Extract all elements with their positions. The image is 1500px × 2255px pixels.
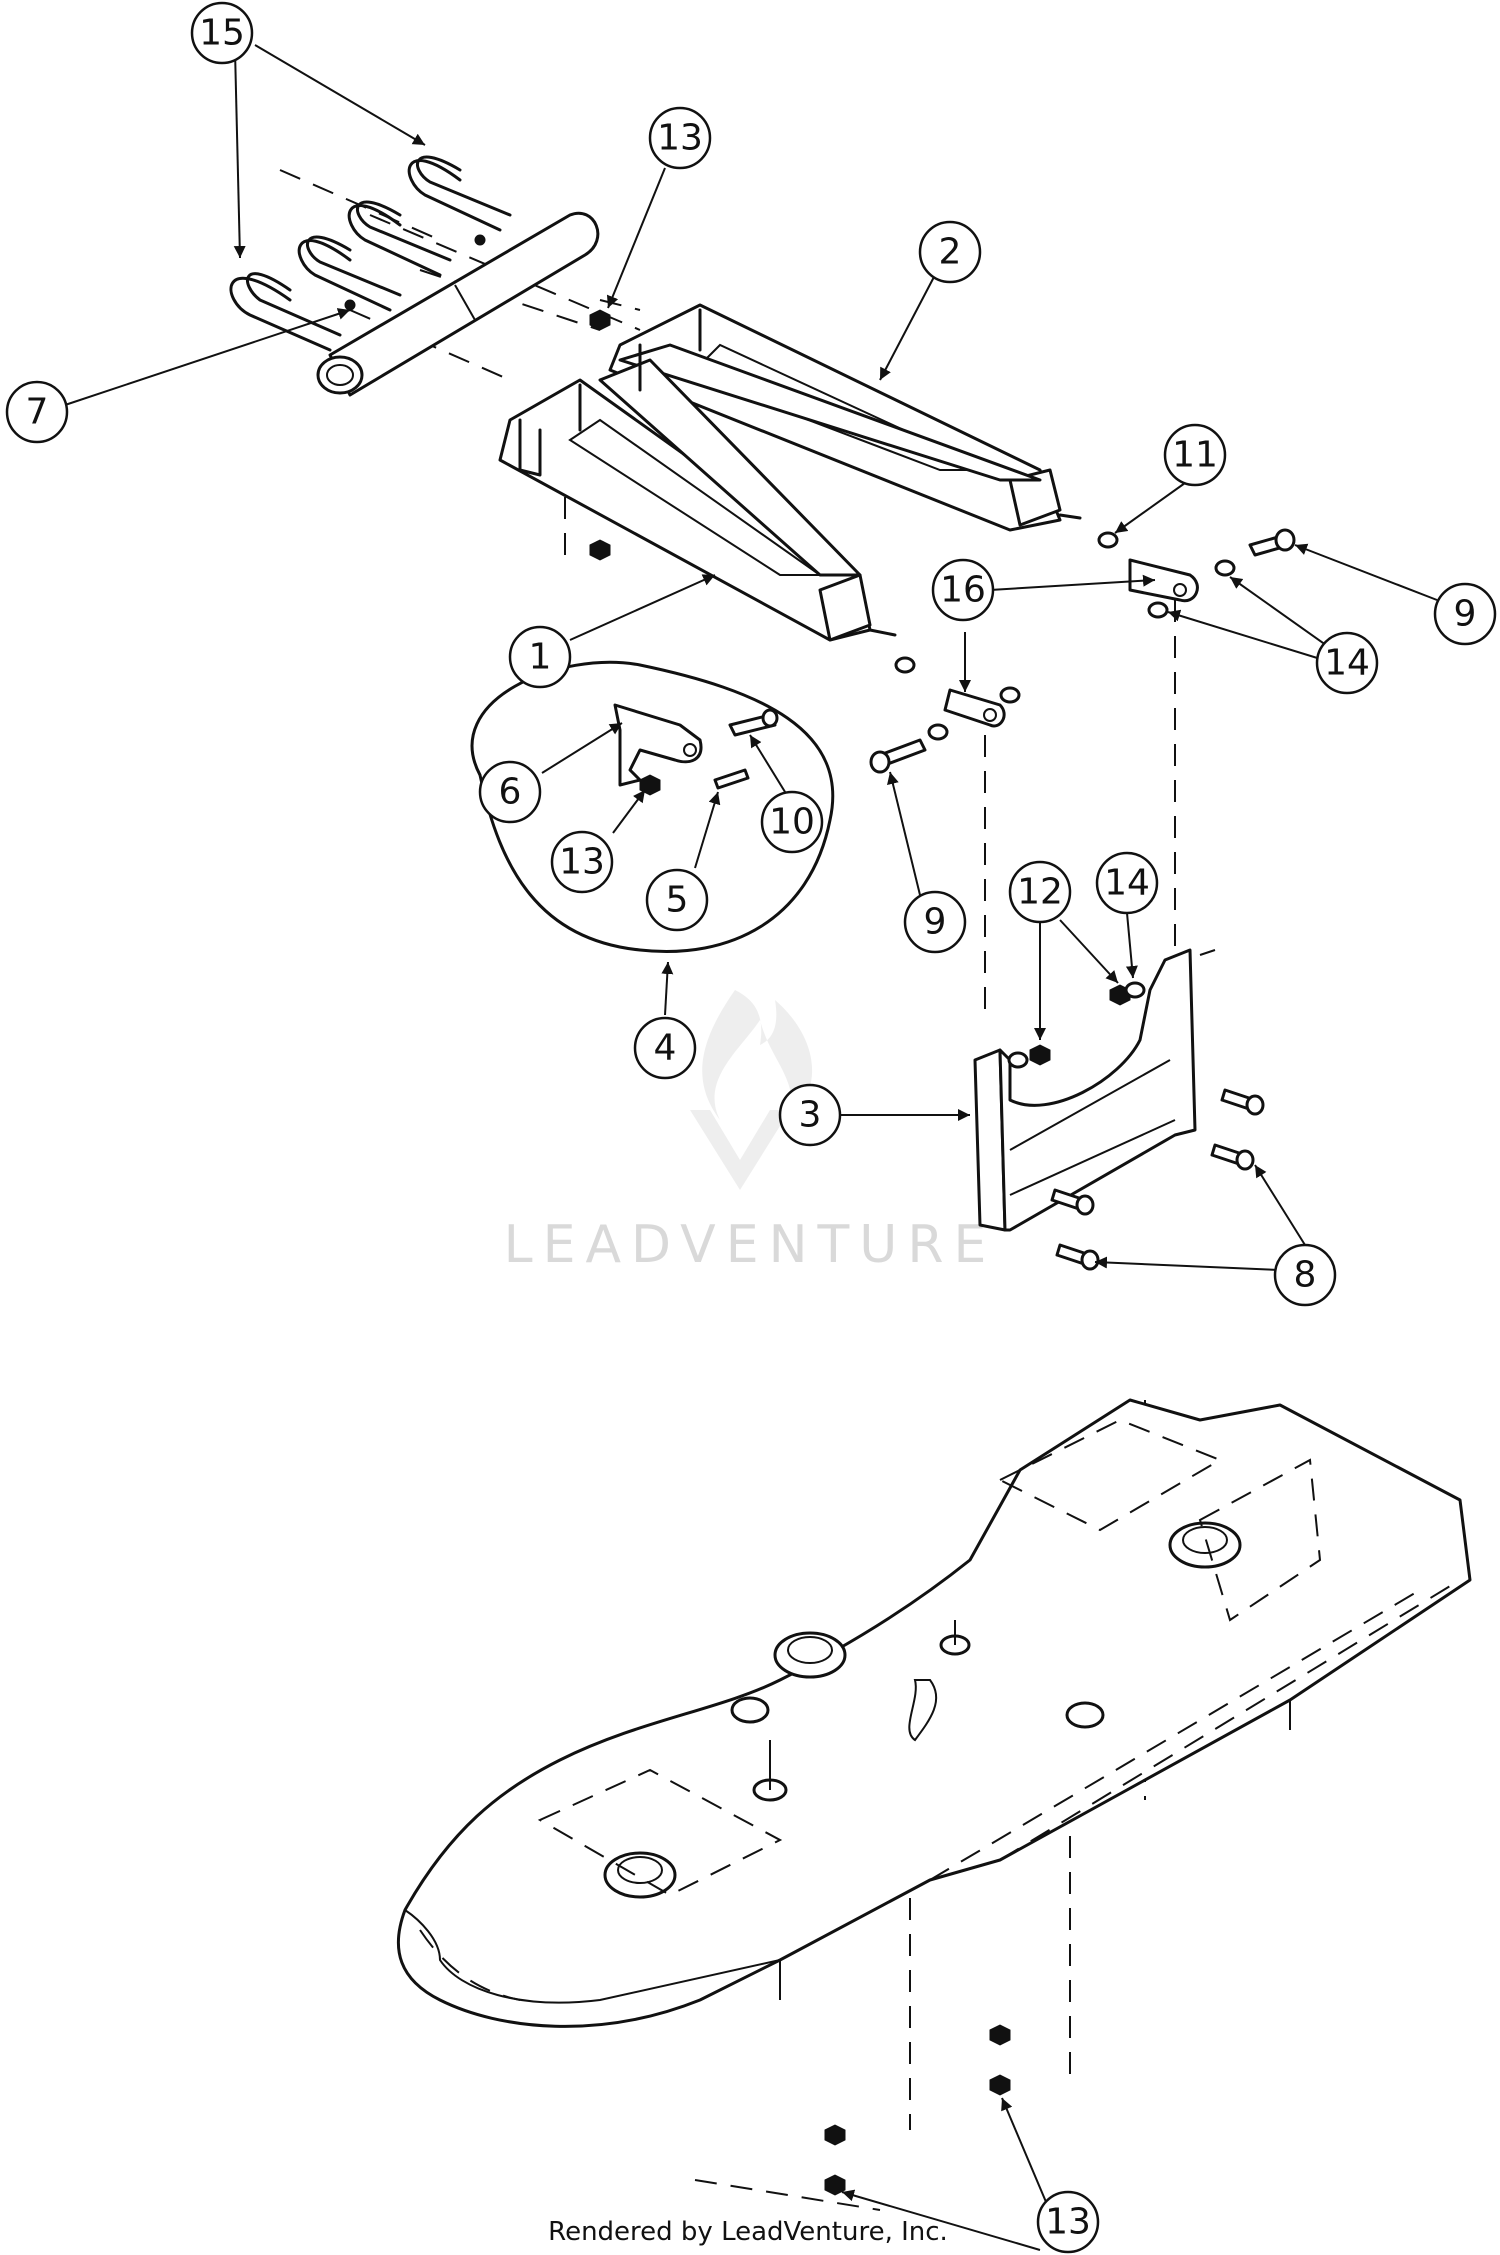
callout-13-top[interactable]: 13 — [648, 106, 712, 170]
svg-text:13: 13 — [1045, 2202, 1091, 2243]
svg-text:11: 11 — [1172, 435, 1218, 476]
callout-2[interactable]: 2 — [918, 220, 982, 284]
svg-text:13: 13 — [559, 842, 605, 883]
callout-3[interactable]: 3 — [778, 1083, 842, 1147]
callout-13-bottom[interactable]: 13 — [1036, 2190, 1100, 2254]
svg-text:4: 4 — [654, 1028, 677, 1069]
svg-text:9: 9 — [1454, 594, 1477, 635]
svg-text:8: 8 — [1294, 1255, 1317, 1296]
callout-10[interactable]: 10 — [760, 790, 824, 854]
hardware — [589, 309, 1296, 774]
callout-15[interactable]: 15 — [190, 1, 254, 65]
u-bolts — [229, 155, 512, 352]
svg-text:2: 2 — [939, 232, 962, 273]
watermark: LEADVENTURE — [504, 990, 997, 1275]
svg-text:13: 13 — [657, 118, 703, 159]
callout-16-right[interactable]: 16 — [931, 558, 995, 622]
callout-9-right[interactable]: 9 — [1433, 582, 1497, 646]
callout-1[interactable]: 1 — [508, 625, 572, 689]
callouts: 15 13 2 7 11 9 16 14 1 6 10 13 5 9 14 12… — [5, 1, 1497, 2254]
callout-4[interactable]: 4 — [633, 1016, 697, 1080]
svg-text:7: 7 — [26, 392, 49, 433]
deck-nuts — [824, 2024, 1011, 2196]
callout-6[interactable]: 6 — [478, 760, 542, 824]
watermark-logo-icon — [690, 990, 813, 1190]
lift-arm-right — [608, 303, 1082, 532]
svg-text:10: 10 — [769, 802, 815, 843]
callout-13-detail[interactable]: 13 — [550, 830, 614, 894]
svg-text:9: 9 — [924, 902, 947, 943]
svg-text:14: 14 — [1104, 863, 1150, 904]
callout-14-bracket[interactable]: 14 — [1095, 851, 1159, 915]
callout-8[interactable]: 8 — [1273, 1243, 1337, 1307]
svg-text:3: 3 — [799, 1095, 822, 1136]
svg-text:6: 6 — [499, 772, 522, 813]
spindle-covers — [603, 1521, 1242, 1899]
pivot-tube — [316, 211, 600, 397]
lift-arm-left — [498, 358, 897, 642]
svg-text:12: 12 — [1017, 872, 1063, 913]
footer-credit: Rendered by LeadVenture, Inc. — [548, 2217, 948, 2247]
deck-bracket — [973, 948, 1265, 1271]
svg-text:1: 1 — [529, 637, 552, 678]
svg-text:14: 14 — [1324, 643, 1370, 684]
mower-deck — [396, 1398, 1472, 2028]
svg-text:15: 15 — [199, 13, 245, 54]
callout-9-left[interactable]: 9 — [903, 890, 967, 954]
callout-12[interactable]: 12 — [1008, 860, 1072, 924]
svg-text:16: 16 — [940, 570, 986, 611]
leader-lines — [64, 44, 1438, 2251]
callout-5[interactable]: 5 — [645, 868, 709, 932]
callout-7[interactable]: 7 — [5, 380, 69, 444]
callout-11[interactable]: 11 — [1163, 423, 1227, 487]
callout-14-right[interactable]: 14 — [1315, 631, 1379, 695]
watermark-text: LEADVENTURE — [504, 1215, 997, 1275]
svg-text:5: 5 — [666, 880, 689, 921]
